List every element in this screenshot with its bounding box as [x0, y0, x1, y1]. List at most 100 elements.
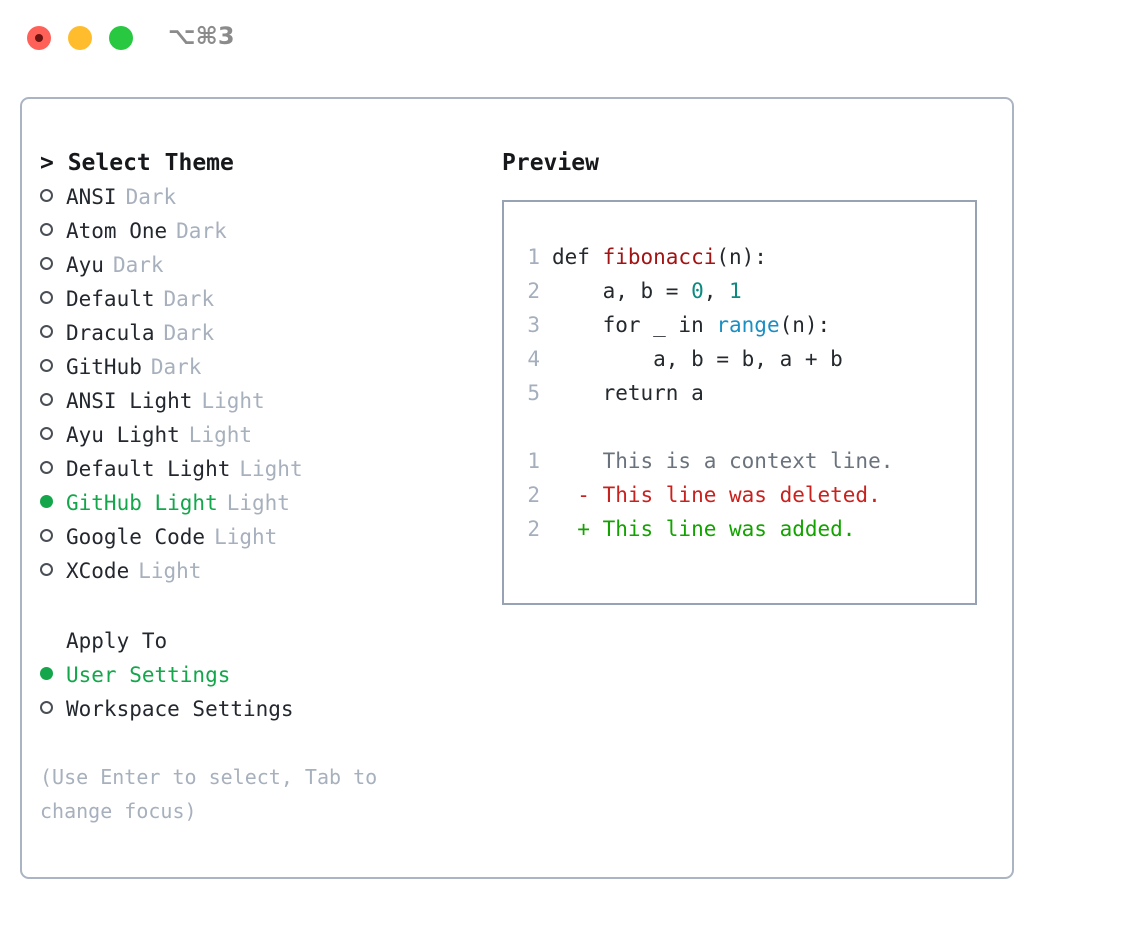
diff-line: 2 + This line was added.: [518, 512, 893, 546]
line-number: 4: [527, 347, 540, 371]
theme-kind-label: Light: [201, 389, 265, 413]
theme-list-item[interactable]: ANSI Dark: [40, 180, 490, 214]
theme-name-label: Atom One: [66, 219, 168, 243]
theme-name-label: GitHub Light: [66, 491, 218, 515]
theme-list-item[interactable]: ANSI Light Light: [40, 384, 490, 418]
diff-line: 2 - This line was deleted.: [518, 478, 893, 512]
diff-line-text: + This line was added.: [552, 517, 856, 541]
radio-unselected-icon: [40, 325, 53, 338]
close-button-icon[interactable]: [27, 26, 51, 50]
maximize-button-icon[interactable]: [109, 26, 133, 50]
radio-unselected-icon: [40, 223, 53, 236]
theme-kind-label: Dark: [176, 219, 227, 243]
theme-kind-label: Dark: [163, 321, 215, 345]
line-number: 2: [527, 483, 540, 507]
theme-list-item[interactable]: Ayu Light Light: [40, 418, 490, 452]
traffic-light-group: [27, 26, 133, 50]
theme-kind-label: Dark: [112, 253, 164, 277]
line-number: 5: [527, 381, 540, 405]
radio-unselected-icon: [40, 189, 53, 202]
theme-name-label: XCode: [66, 559, 130, 583]
code-token: range: [716, 313, 780, 337]
radio-selected-icon: [40, 667, 53, 680]
code-token: for _ in: [552, 313, 717, 337]
code-token: fibonacci: [602, 245, 717, 269]
code-token: (n):: [716, 245, 767, 269]
theme-list-item[interactable]: GitHub Dark: [40, 350, 490, 384]
radio-unselected-icon: [40, 427, 53, 440]
theme-list-item[interactable]: Default Dark: [40, 282, 490, 316]
keyboard-hint-text: (Use Enter to select, Tab to change focu…: [40, 765, 390, 823]
theme-name-label: ANSI Light: [66, 389, 193, 413]
apply-to-label: Apply To: [66, 629, 168, 653]
theme-name-label: Google Code: [66, 525, 206, 549]
theme-kind-label: Light: [226, 491, 290, 515]
theme-name-label: Default Light: [66, 457, 231, 481]
theme-list-item[interactable]: Google Code Light: [40, 520, 490, 554]
select-theme-header: > Select Theme: [40, 150, 234, 176]
apply-to-option[interactable]: User Settings: [40, 658, 490, 692]
theme-list-item[interactable]: Ayu Dark: [40, 248, 490, 282]
theme-list-item[interactable]: XCode Light: [40, 554, 490, 588]
preview-header: Preview: [502, 150, 599, 176]
theme-kind-label: Light: [188, 423, 253, 447]
minimize-button-icon[interactable]: [68, 26, 92, 50]
code-token: 0: [691, 279, 704, 303]
theme-name-label: Ayu: [66, 253, 104, 277]
code-token: a, b =: [552, 279, 692, 303]
code-line: 5 return a: [518, 376, 893, 410]
code-token: def: [552, 245, 603, 269]
diff-line-text: This is a context line.: [552, 449, 894, 473]
code-token: return a: [552, 381, 704, 405]
code-line: 1 def fibonacci(n):: [518, 240, 893, 274]
radio-unselected-icon: [40, 461, 53, 474]
radio-unselected-icon: [40, 529, 53, 542]
apply-to-option-label: User Settings: [66, 663, 231, 687]
code-line: 2 a, b = 0, 1: [518, 274, 893, 308]
code-token: ,: [703, 279, 730, 303]
radio-unselected-icon: [40, 257, 53, 270]
line-number: 2: [527, 279, 540, 303]
theme-list-item[interactable]: Default Light Light: [40, 452, 490, 486]
radio-selected-icon: [40, 495, 53, 508]
theme-kind-label: Light: [214, 525, 278, 549]
code-spacer: [518, 410, 893, 444]
theme-kind-label: Dark: [163, 287, 215, 311]
window-shortcut-label: ⌥⌘3: [168, 22, 235, 50]
apply-to-option[interactable]: Workspace Settings: [40, 692, 490, 726]
diff-line: 1 This is a context line.: [518, 444, 893, 478]
diff-line-text: - This line was deleted.: [552, 483, 881, 507]
theme-list-item[interactable]: Dracula Dark: [40, 316, 490, 350]
apply-to-option-label: Workspace Settings: [66, 697, 294, 721]
theme-list-item[interactable]: Atom One Dark: [40, 214, 490, 248]
radio-unselected-icon: [40, 393, 53, 406]
line-number: 3: [527, 313, 540, 337]
code-token: (n):: [779, 313, 831, 337]
theme-kind-label: Light: [138, 559, 202, 583]
line-number: 2: [527, 517, 540, 541]
code-line: 3 for _ in range(n):: [518, 308, 893, 342]
theme-name-label: ANSI: [66, 185, 117, 209]
radio-unselected-icon: [40, 563, 53, 576]
theme-kind-label: Dark: [125, 185, 177, 209]
theme-list-item[interactable]: GitHub Light Light: [40, 486, 490, 520]
theme-name-label: Dracula: [66, 321, 155, 345]
theme-name-label: Default: [66, 287, 155, 311]
title-bar: ⌥⌘3: [0, 0, 1140, 78]
radio-unselected-icon: [40, 701, 53, 714]
radio-unselected-icon: [40, 291, 53, 304]
radio-unselected-icon: [40, 359, 53, 372]
line-number: 1: [527, 245, 540, 269]
theme-name-label: GitHub: [66, 355, 142, 379]
theme-kind-label: Light: [239, 457, 303, 481]
theme-kind-label: Dark: [150, 355, 202, 379]
code-token: a, b = b, a + b: [552, 347, 843, 371]
theme-name-label: Ayu Light: [66, 423, 180, 447]
